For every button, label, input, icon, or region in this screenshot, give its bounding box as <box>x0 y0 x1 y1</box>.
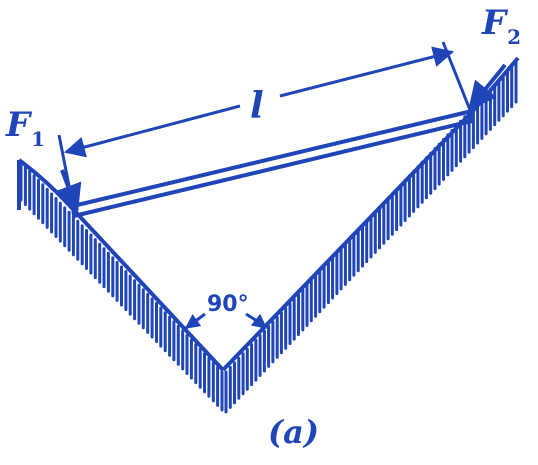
length-label: l <box>250 85 264 127</box>
angle-arc-right <box>245 312 268 330</box>
force-f1-label: F1 <box>6 105 45 149</box>
force-f1-arrow <box>55 169 82 213</box>
force-f2-arrow <box>468 63 507 111</box>
force-f1-subscript: 1 <box>31 127 46 151</box>
angle-arc-left <box>184 312 206 330</box>
figure-caption: (a) <box>268 413 320 451</box>
force-f1-symbol: F <box>6 105 31 145</box>
force-f2-symbol: F <box>482 3 507 43</box>
left-wall-line <box>17 158 225 372</box>
force-f2-subscript: 2 <box>507 25 522 49</box>
angle-label: 90° <box>207 292 249 317</box>
length-dimension-left <box>63 104 241 158</box>
length-dimension-right <box>279 46 455 98</box>
left-wall-hatching <box>19 160 224 412</box>
force-f2-label: F2 <box>482 3 521 47</box>
